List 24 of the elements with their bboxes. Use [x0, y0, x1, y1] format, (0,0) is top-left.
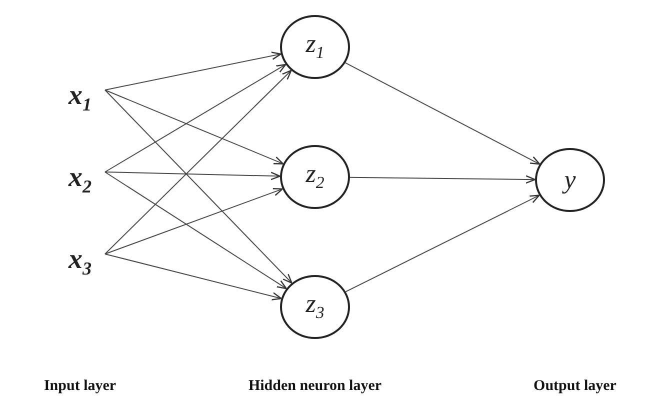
layer-label: Hidden neuron layer — [248, 378, 382, 395]
arrow — [345, 194, 540, 292]
input-variable: x$_{3}$ — [68, 246, 92, 278]
arrow — [344, 62, 540, 165]
arrow — [350, 175, 536, 184]
arrow — [104, 70, 292, 254]
input-variable: x$_{2}$ — [68, 164, 92, 196]
arrow — [104, 90, 292, 284]
neuron-circle — [280, 15, 350, 79]
neuron-label: z$_{3}$ — [306, 291, 324, 323]
neuron-label: z$_{1}$ — [306, 31, 324, 63]
arrow — [104, 172, 287, 290]
neuron-label: z$_{2}$ — [306, 161, 324, 193]
arrow — [104, 172, 281, 180]
layer-label: Input layer — [44, 378, 116, 395]
neuron-label: y — [564, 167, 576, 193]
neuron-circle — [280, 275, 350, 339]
layer-label: Output layer — [534, 378, 616, 395]
arrow — [104, 90, 284, 164]
input-variable: x$_{1}$ — [68, 82, 92, 114]
arrow — [104, 64, 286, 172]
arrow — [104, 52, 282, 90]
arrow — [104, 188, 284, 254]
arrow — [104, 254, 282, 300]
